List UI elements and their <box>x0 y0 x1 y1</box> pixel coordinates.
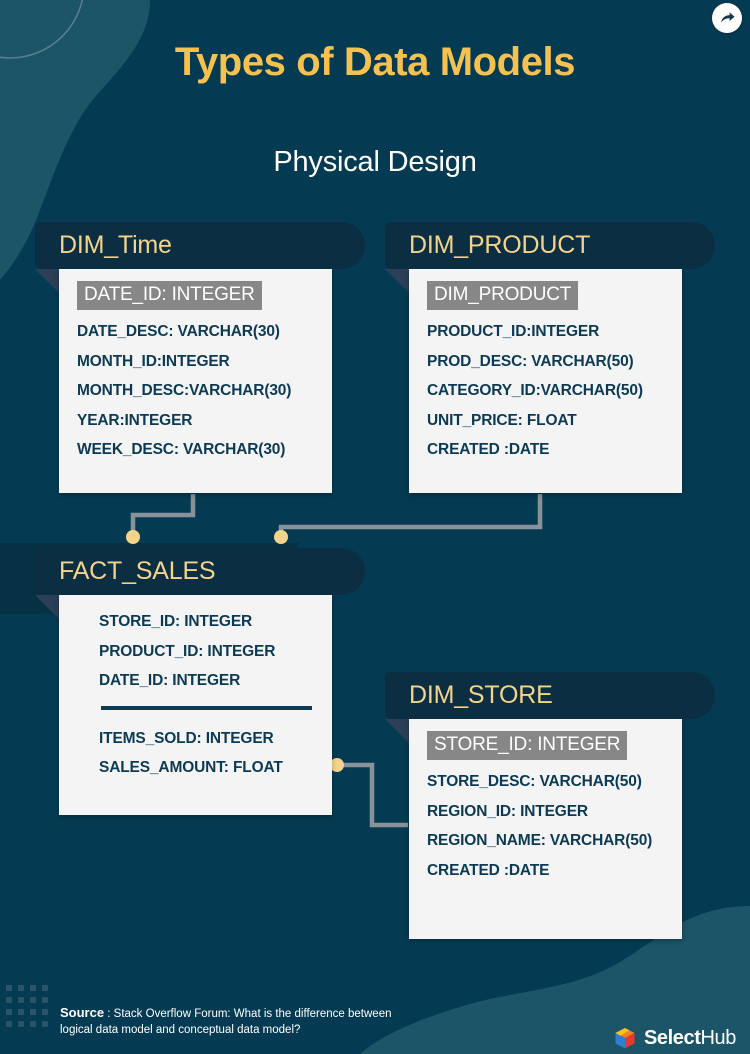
entity-header-dim-time: DIM_Time <box>35 222 365 269</box>
entity-fold-shadow <box>385 269 411 295</box>
brand-select: Select <box>643 1026 701 1049</box>
entity-header-dim-store: DIM_STORE <box>385 672 715 719</box>
attribute-row: CATEGORY_ID:VARCHAR(50) <box>427 382 643 399</box>
attribute-row: STORE_ID: INTEGER <box>99 613 253 630</box>
entity-card-fact-sales: FACT_SALES STORE_ID: INTEGER PRODUCT_ID:… <box>35 548 365 815</box>
attribute-row: PROD_DESC: VARCHAR(50) <box>427 352 634 370</box>
entity-header-dim-product: DIM_PRODUCT <box>385 222 715 269</box>
attribute-row: DATE_DESC: VARCHAR(30) <box>77 323 280 340</box>
attribute-row: DATE_ID: INTEGER <box>99 672 241 689</box>
entity-title: DIM_PRODUCT <box>409 231 591 259</box>
entity-card-dim-store: DIM_STORE STORE_ID: INTEGER STORE_DESC: … <box>385 672 715 939</box>
source-separator: : <box>104 1008 114 1020</box>
source-note: Source : Stack Overflow Forum: What is t… <box>60 1004 400 1038</box>
attribute-row: STORE_DESC: VARCHAR(50) <box>427 773 642 790</box>
attribute-row: REGION_ID: INTEGER <box>427 802 588 820</box>
entity-card-dim-time: DIM_Time DATE_ID: INTEGER DATE_DESC: VAR… <box>35 222 365 493</box>
entity-fold-shadow <box>35 269 61 295</box>
page-subtitle: Physical Design <box>273 146 477 178</box>
selecthub-logo[interactable]: SelectHub <box>613 1026 736 1050</box>
attribute-row: UNIT_PRICE: FLOAT <box>427 411 577 429</box>
attribute-row: MONTH_ID:INTEGER <box>77 352 230 370</box>
brand-hub: Hub <box>700 1026 737 1049</box>
measure-row: SALES_AMOUNT: FLOAT <box>99 759 283 776</box>
share-arrow-icon <box>720 11 735 23</box>
connector-dim-time-to-fact-sales <box>130 494 196 535</box>
attribute-row: WEEK_DESC: VARCHAR(30) <box>77 441 286 458</box>
attribute-row: PRODUCT_ID:INTEGER <box>427 323 600 340</box>
entity-card-dim-product: DIM_PRODUCT DIM_PRODUCT PRODUCT_ID:INTEG… <box>385 222 715 493</box>
entity-title: FACT_SALES <box>59 557 216 585</box>
primary-key-badge: DIM_PRODUCT <box>427 281 579 310</box>
entity-body-dim-product: DIM_PRODUCT PRODUCT_ID:INTEGER PROD_DESC… <box>409 269 682 493</box>
attribute-row: CREATED :DATE <box>427 861 550 879</box>
attribute-row: MONTH_DESC:VARCHAR(30) <box>77 382 292 399</box>
dot-grid-bottom-left <box>6 985 48 1027</box>
source-label: Source <box>60 1005 105 1020</box>
page-title: Types of Data Models <box>174 40 576 84</box>
entity-body-dim-time: DATE_ID: INTEGER DATE_DESC: VARCHAR(30) … <box>59 269 332 493</box>
connector-dim-product-to-fact-sales <box>278 494 543 535</box>
attribute-row: PRODUCT_ID: INTEGER <box>99 642 276 660</box>
share-button[interactable] <box>712 3 742 33</box>
entity-body-fact-sales: STORE_ID: INTEGER PRODUCT_ID: INTEGER DA… <box>59 595 332 815</box>
primary-key-badge: STORE_ID: INTEGER <box>427 731 628 760</box>
entity-title: DIM_Time <box>59 231 172 259</box>
primary-key-badge: DATE_ID: INTEGER <box>77 281 262 310</box>
attribute-row: REGION_NAME: VARCHAR(50) <box>427 832 653 849</box>
entity-fold-shadow <box>35 595 61 621</box>
entity-title: DIM_STORE <box>409 681 553 709</box>
measure-row: ITEMS_SOLD: INTEGER <box>99 729 274 747</box>
fact-table-divider <box>101 705 312 710</box>
attribute-row: CREATED :DATE <box>427 441 550 458</box>
selecthub-cube-logo-icon <box>615 1028 635 1049</box>
entity-header-fact-sales: FACT_SALES <box>35 548 365 595</box>
entity-body-dim-store: STORE_ID: INTEGER STORE_DESC: VARCHAR(50… <box>409 719 682 939</box>
brand-wordmark: SelectHub <box>644 1027 736 1050</box>
entity-fold-shadow <box>385 719 411 745</box>
attribute-row: YEAR:INTEGER <box>77 411 193 429</box>
